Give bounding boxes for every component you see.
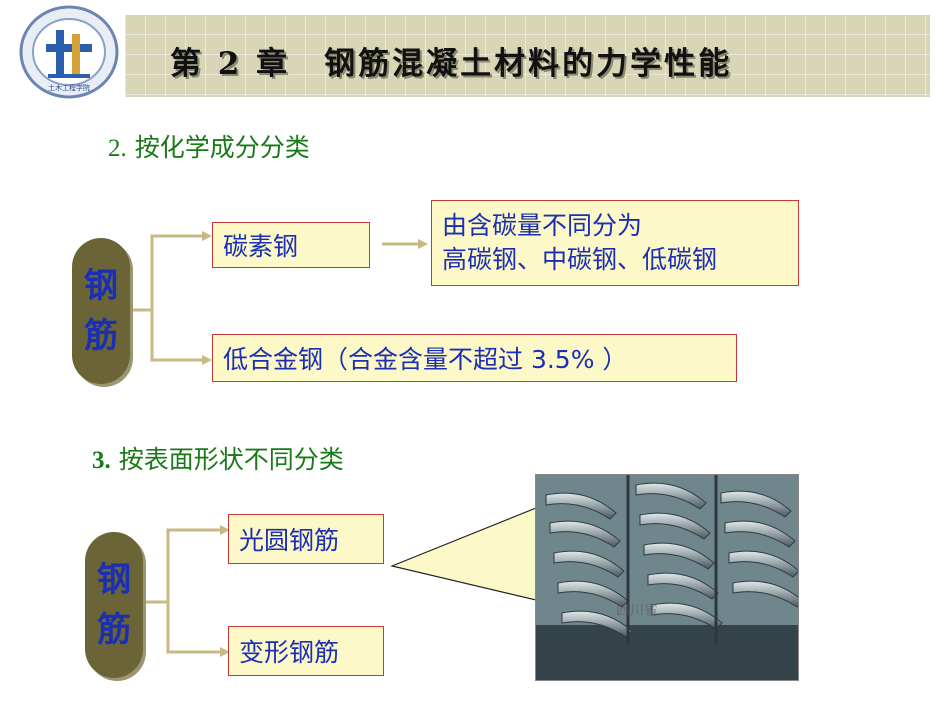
section-title: 按表面形状不同分类 [118, 445, 344, 474]
rebar-photo: 四川省 [535, 474, 799, 681]
plain-bar-label: 光圆钢筋 [239, 526, 340, 555]
section-title: 按化学成分分类 [134, 133, 310, 162]
carbon-steel-box: 碳素钢 [212, 222, 370, 268]
header-bar [125, 15, 930, 97]
school-logo: 土木工程学院 [19, 5, 119, 99]
carbon-detail-line: 由含碳量不同分为 [442, 211, 643, 240]
carbon-steel-label: 碳素钢 [223, 232, 299, 261]
photo-watermark: 四川省 [616, 603, 658, 619]
root-char: 钢 [97, 560, 131, 600]
plain-bar-box: 光圆钢筋 [228, 514, 384, 564]
page-title: 第 2 章 钢筋混凝土材料的力学性能 [170, 46, 733, 82]
svg-text:土木工程学院: 土木工程学院 [48, 83, 90, 92]
root-char: 钢 [84, 266, 118, 306]
rebar-root-node: 钢 筋 [85, 532, 143, 678]
low-alloy-steel-label: 低合金钢（合金含量不超过 3.5% ） [223, 345, 628, 374]
carbon-detail-box: 由含碳量不同分为 高碳钢、中碳钢、低碳钢 [431, 200, 799, 286]
low-alloy-steel-box: 低合金钢（合金含量不超过 3.5% ） [212, 334, 737, 382]
root-char: 筋 [84, 316, 118, 356]
rebar-root-node: 钢 筋 [72, 238, 130, 384]
deformed-bar-label: 变形钢筋 [239, 638, 340, 667]
section-number: 3. [92, 447, 111, 474]
section-number: 2. [108, 135, 127, 162]
deformed-bar-box: 变形钢筋 [228, 626, 384, 676]
root-char: 筋 [97, 610, 131, 650]
section-heading-chemical: 2. 按化学成分分类 [108, 128, 310, 164]
carbon-detail-line: 高碳钢、中碳钢、低碳钢 [442, 245, 718, 274]
section-heading-surface: 3. 按表面形状不同分类 [92, 440, 344, 476]
rebar-ribs-image: 四川省 [536, 475, 798, 680]
